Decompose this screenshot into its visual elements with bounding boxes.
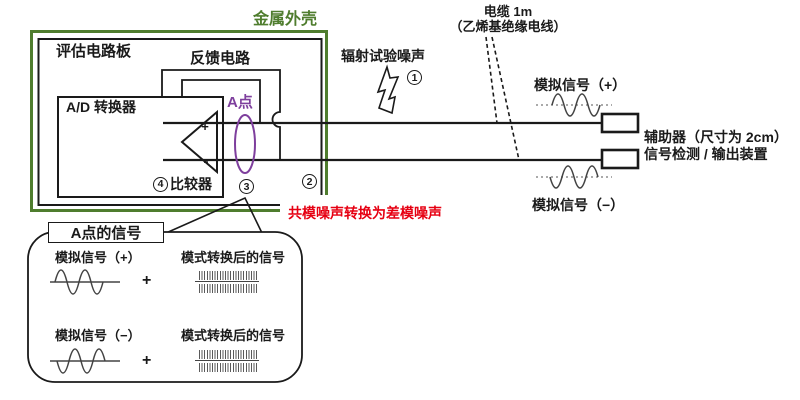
cable-label-line2: （乙烯基绝缘电线） (449, 18, 567, 34)
inset-converted-label-2: 模式转换后的信号 (181, 328, 286, 343)
noise-burst-upper-1 (199, 271, 257, 280)
enclosure-label: 金属外壳 (253, 11, 318, 28)
board-label: 评估电路板 (56, 43, 132, 60)
comparator-triangle-icon (180, 109, 218, 175)
circled-number-3: 3 (239, 179, 254, 194)
aux-device-label: 辅助器（尺寸为 2cm） 信号检测 / 输出装置 (644, 129, 788, 163)
aux-terminal-minus-box (600, 148, 640, 170)
inset-minus-label: 模拟信号（−） (55, 328, 141, 343)
metal-enclosure-box (30, 30, 328, 212)
inset-title: A点的信号 (70, 225, 142, 242)
inset-minus-sine-wave (56, 348, 106, 374)
noise-burst-axis-2 (195, 360, 259, 362)
comparator-minus-input: - (204, 153, 209, 170)
noise-burst-upper-2 (199, 350, 257, 359)
inset-plus-sine-wave (54, 269, 104, 295)
comparator-label-row: 4 比较器 (153, 176, 212, 192)
aux-terminal-plus-box (600, 112, 640, 134)
analog-minus-label: 模拟信号（−） (532, 197, 625, 213)
inset-callout-lines (165, 196, 263, 234)
noise-burst-axis-1 (195, 281, 259, 283)
feedback-loop-outer (161, 69, 281, 160)
aux-device-line1: 辅助器（尺寸为 2cm） (644, 129, 788, 145)
plus-sine-wave (551, 93, 601, 117)
cable-label: 电缆 1m （乙烯基绝缘电线） (449, 4, 567, 35)
adc-label: A/D 转换器 (66, 99, 136, 115)
circled-number-1: 1 (407, 70, 422, 85)
radiated-noise-label: 辐射试验噪声 (341, 48, 425, 64)
cable-pointer-line-1 (485, 36, 498, 124)
point-a-ellipse (234, 114, 256, 174)
noise-burst-lower-2 (199, 363, 257, 372)
lightning-bolt-icon (376, 64, 400, 115)
cable-pointer-line-2 (491, 36, 520, 161)
noise-burst-lower-1 (199, 284, 257, 293)
minus-sine-wave (549, 165, 599, 189)
common-mode-note: 共模噪声转换为差模噪声 (288, 205, 442, 221)
circled-number-2: 2 (302, 174, 317, 189)
inset-plus-label: 模拟信号（+） (55, 250, 141, 265)
inset-box (27, 231, 303, 383)
inset-converted-label-1: 模式转换后的信号 (181, 250, 286, 265)
inset-title-box: A点的信号 (48, 222, 164, 243)
comparator-plus-input: + (201, 119, 209, 134)
red-note-mask (280, 195, 452, 225)
cable-label-line1: 电缆 1m (483, 4, 533, 19)
feedback-label: 反馈电路 (190, 50, 251, 67)
aux-device-line2: 信号检测 / 输出装置 (644, 146, 768, 162)
inset-plus-operator-1: + (142, 272, 152, 289)
feedback-loop-inner (181, 79, 261, 123)
inset-plus-operator-2: + (142, 352, 152, 369)
adc-box (57, 96, 224, 198)
point-a-label: A点 (227, 94, 253, 111)
comparator-label: 比较器 (170, 176, 212, 192)
analog-plus-label: 模拟信号（+） (534, 77, 627, 93)
circled-number-4: 4 (153, 176, 168, 192)
